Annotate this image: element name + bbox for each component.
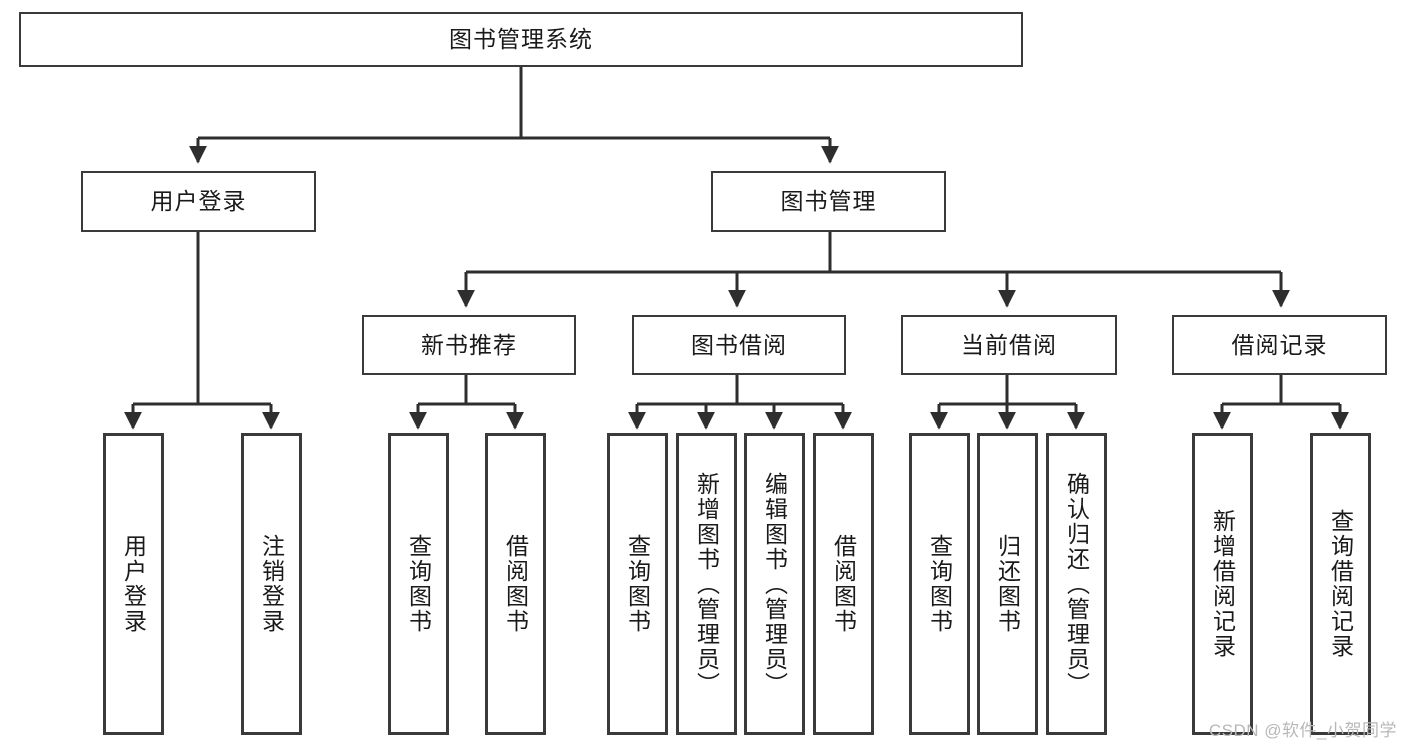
node-root-system[interactable]: 图书管理系统 bbox=[19, 12, 1023, 67]
node-user-login[interactable]: 用户登录 bbox=[81, 171, 316, 232]
node-label: 新书推荐 bbox=[421, 331, 517, 358]
node-label: 当前借阅 bbox=[961, 331, 1057, 358]
leaf-borrow-record-add[interactable]: 新增借阅记录 bbox=[1192, 433, 1253, 735]
leaf-label: 查询图书 bbox=[926, 534, 953, 634]
node-label: 图书管理系统 bbox=[449, 26, 593, 52]
node-book-borrow[interactable]: 图书借阅 bbox=[632, 315, 846, 375]
leaf-label: 编辑图书（管理员） bbox=[761, 471, 788, 697]
leaf-book-borrow-add[interactable]: 新增图书（管理员） bbox=[676, 433, 737, 735]
leaf-current-borrow-confirm-return[interactable]: 确认归还（管理员） bbox=[1046, 433, 1107, 735]
leaf-label: 借阅图书 bbox=[502, 534, 529, 634]
leaf-new-book-query[interactable]: 查询图书 bbox=[388, 433, 449, 735]
node-borrow-record[interactable]: 借阅记录 bbox=[1172, 315, 1387, 375]
csdn-watermark: CSDN @软件_小贺同学 bbox=[1208, 721, 1397, 740]
leaf-user-login-login[interactable]: 用户登录 bbox=[103, 433, 164, 735]
leaf-label: 归还图书 bbox=[994, 534, 1021, 634]
node-label: 图书管理 bbox=[780, 188, 877, 214]
leaf-label: 确认归还（管理员） bbox=[1063, 471, 1090, 697]
leaf-label: 用户登录 bbox=[120, 534, 147, 634]
leaf-new-book-borrow[interactable]: 借阅图书 bbox=[485, 433, 546, 735]
leaf-label: 查询图书 bbox=[405, 534, 432, 634]
node-book-management[interactable]: 图书管理 bbox=[711, 171, 946, 232]
node-current-borrow[interactable]: 当前借阅 bbox=[901, 315, 1117, 375]
leaf-label: 新增借阅记录 bbox=[1209, 509, 1236, 659]
node-label: 借阅记录 bbox=[1231, 331, 1328, 358]
leaf-label: 查询图书 bbox=[624, 534, 651, 634]
node-label: 图书借阅 bbox=[691, 331, 787, 358]
leaf-label: 查询借阅记录 bbox=[1327, 509, 1354, 659]
leaf-label: 注销登录 bbox=[258, 534, 285, 634]
leaf-current-borrow-query[interactable]: 查询图书 bbox=[909, 433, 970, 735]
leaf-current-borrow-return[interactable]: 归还图书 bbox=[977, 433, 1038, 735]
node-label: 用户登录 bbox=[150, 188, 247, 214]
leaf-book-borrow-edit[interactable]: 编辑图书（管理员） bbox=[744, 433, 805, 735]
leaf-borrow-record-query[interactable]: 查询借阅记录 bbox=[1310, 433, 1371, 735]
leaf-user-login-logout[interactable]: 注销登录 bbox=[241, 433, 302, 735]
leaf-book-borrow-query[interactable]: 查询图书 bbox=[607, 433, 668, 735]
leaf-label: 借阅图书 bbox=[830, 534, 857, 634]
leaf-label: 新增图书（管理员） bbox=[693, 471, 720, 697]
node-new-book-recommend[interactable]: 新书推荐 bbox=[362, 315, 576, 375]
leaf-book-borrow-borrow[interactable]: 借阅图书 bbox=[813, 433, 874, 735]
